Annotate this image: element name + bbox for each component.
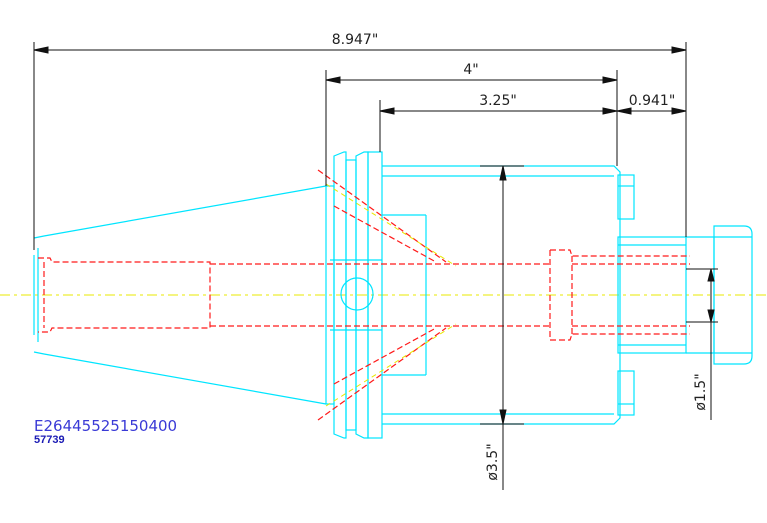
- hidden-lines: [38, 169, 690, 421]
- part-id: 57739: [34, 434, 65, 446]
- part-code: E26445525150400: [34, 417, 178, 435]
- part-outline: [33, 151, 753, 439]
- dim-overall-length: 8.947": [332, 32, 379, 48]
- hidden-accent-lines: [325, 183, 457, 407]
- dim-flange-to-end: 3.25": [479, 93, 517, 109]
- dim-projection: 0.941": [629, 93, 676, 109]
- dim-pilot-diameter: ø1.5": [693, 373, 709, 410]
- dim-body-diameter: ø3.5": [485, 443, 501, 480]
- dim-taper-to-end: 4": [463, 62, 478, 78]
- dimension-lines: [33, 42, 718, 490]
